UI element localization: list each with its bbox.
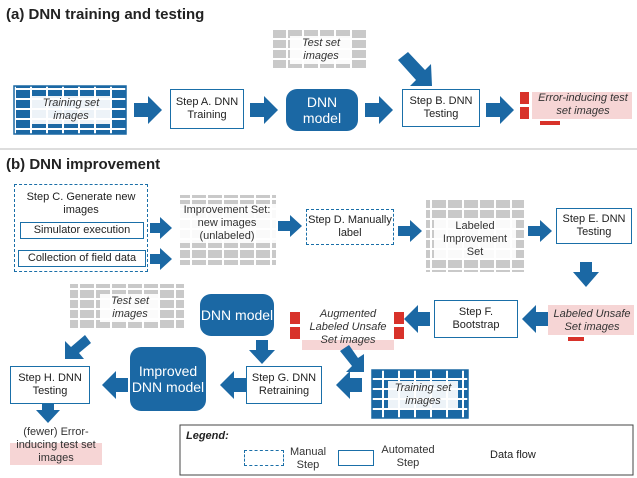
arrow-improved-to-h xyxy=(102,371,128,399)
arrow-a1 xyxy=(134,96,162,124)
error-inducing-label-a: Error-inducing test set images xyxy=(538,92,628,117)
arrow-model-down xyxy=(249,340,275,364)
step-b-label: Step B. DNN Testing xyxy=(409,95,473,120)
test-set-images-label-b: Test set images xyxy=(100,294,160,322)
step-a-box: Step A. DNN Training xyxy=(170,89,244,129)
fewer-errors-label: (fewer) Error-inducing test set images xyxy=(16,426,96,464)
step-a-label: Step A. DNN Training xyxy=(175,96,239,121)
arrow-a4 xyxy=(486,96,514,124)
legend-manual-label: Manual Step xyxy=(289,446,327,471)
improved-dnn-model-label: Improved DNN model xyxy=(131,363,205,395)
labeled-improvement-label: Labeled Improvement Set xyxy=(434,220,516,259)
step-f-label: Step F. Bootstrap xyxy=(452,306,500,331)
dnn-model-b-label: DNN model xyxy=(200,307,274,323)
simulator-execution-label: Simulator execution xyxy=(33,224,131,236)
labeled-unsafe-label: Labeled Unsafe Set images xyxy=(553,308,631,333)
field-data-box: Collection of field data xyxy=(18,250,146,267)
step-g-label: Step G. DNN Retraining xyxy=(251,372,317,397)
arrow-down-e xyxy=(573,262,599,287)
section-b-title: (b) DNN improvement xyxy=(6,156,161,173)
error-inducing-tiles-a xyxy=(520,92,632,125)
arrow-a-diag xyxy=(398,52,432,86)
training-set-images-label-b: Training set images xyxy=(388,381,458,409)
augmented-label: Augmented Labeled Unsafe Set images xyxy=(309,308,387,346)
arrow-a2 xyxy=(250,96,278,124)
fewer-errors-tile xyxy=(10,443,102,465)
arrow-to-labeled xyxy=(398,220,422,242)
step-e-label: Step E. DNN Testing xyxy=(562,213,626,238)
step-e-box: Step E. DNN Testing xyxy=(556,208,632,244)
arrow-field xyxy=(150,248,172,270)
simulator-execution-box: Simulator execution xyxy=(20,222,144,239)
improved-dnn-model: Improved DNN model xyxy=(130,347,206,411)
augmented-unsafe-tiles xyxy=(290,312,404,350)
improvement-set-label: Improvement Set: new images (unlabeled) xyxy=(176,204,278,243)
legend-title: Legend: xyxy=(186,430,229,442)
legend-automated-label: Automated Step xyxy=(381,444,435,469)
training-set-images-label-a: Training set images xyxy=(32,96,110,124)
arrow-to-step-e xyxy=(528,220,552,242)
step-d-box: Step D. Manually label xyxy=(306,209,394,245)
arrow-to-step-d xyxy=(278,215,302,237)
step-d-label: Step D. Manually label xyxy=(308,214,392,239)
legend-manual-swatch xyxy=(244,450,284,466)
step-h-label: Step H. DNN Testing xyxy=(18,372,82,397)
arrow-sim xyxy=(150,217,172,239)
dnn-model-b: DNN model xyxy=(200,294,274,336)
arrow-test-to-h xyxy=(65,335,91,359)
test-set-images-label-a: Test set images xyxy=(290,36,352,64)
arrow-to-step-f xyxy=(522,305,548,333)
field-data-label: Collection of field data xyxy=(27,252,137,264)
legend-data-flow-label: Data flow xyxy=(490,449,536,461)
step-g-box: Step G. DNN Retraining xyxy=(246,366,322,404)
arrow-h-down xyxy=(36,402,60,423)
arrow-training-to-g xyxy=(336,371,362,399)
arrow-a3 xyxy=(365,96,393,124)
labeled-unsafe-tiles xyxy=(548,305,634,341)
step-h-box: Step H. DNN Testing xyxy=(10,366,90,404)
data-flow-arrows-a xyxy=(134,52,514,124)
section-a-title: (a) DNN training and testing xyxy=(6,6,205,23)
step-b-box: Step B. DNN Testing xyxy=(402,89,480,127)
dnn-model-a: DNN model xyxy=(286,89,358,131)
step-f-box: Step F. Bootstrap xyxy=(434,300,518,338)
legend-automated-swatch xyxy=(338,450,374,466)
step-c-label: Step C. Generate new images xyxy=(26,191,136,216)
arrow-g-to-improved xyxy=(220,371,246,399)
dnn-model-a-label: DNN model xyxy=(302,94,342,126)
arrow-augmented-down xyxy=(340,345,364,372)
arrow-to-augmented xyxy=(404,305,430,333)
